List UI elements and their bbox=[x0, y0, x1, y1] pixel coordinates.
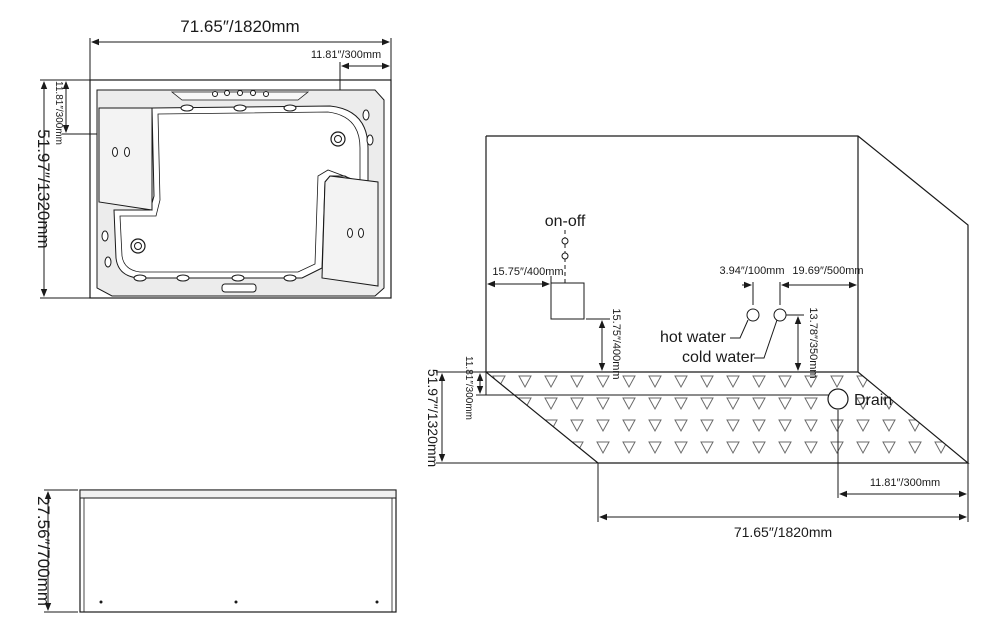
side-height-dimension: 27.56″/700mm bbox=[34, 489, 78, 613]
drain-floor: Drain bbox=[827, 388, 892, 498]
top-height-dimension: 51.97″/1320mm bbox=[34, 79, 92, 299]
cold-water-label: cold water bbox=[682, 349, 756, 366]
pipe-gap-label: 3.94″/100mm bbox=[719, 265, 784, 277]
top-height-label: 51.97″/1320mm bbox=[34, 129, 53, 248]
room-walls bbox=[485, 135, 969, 463]
switch-distance-dimension: 15.75″/400mm bbox=[487, 266, 564, 290]
jet-nozzles bbox=[101, 90, 374, 282]
tiled-floor bbox=[484, 371, 970, 464]
side-height-label: 27.56″/700mm bbox=[34, 496, 53, 606]
switch-height-dimension: 15.75″/400mm bbox=[586, 308, 622, 380]
side-view: 27.56″/700mm bbox=[34, 489, 397, 613]
hot-water-label: hot water bbox=[660, 329, 726, 346]
water-pipes: 3.94″/100mm 19.69″/500mm 13.78″/350mm ho… bbox=[660, 265, 864, 379]
floor-width-dimension: 71.65″/1820mm bbox=[597, 463, 967, 540]
drain-top-view bbox=[130, 131, 346, 254]
drain-offset-label: 11.81″/300mm bbox=[870, 477, 940, 489]
top-view: 71.65″/1820mm 11.81″/300mm 51.97″/1320mm… bbox=[34, 17, 392, 299]
floor-depth-label: 51.97″/1320mm bbox=[425, 369, 441, 467]
bathtub-top-outline bbox=[89, 79, 392, 299]
top-width-label: 71.65″/1820mm bbox=[180, 17, 299, 36]
switch-distance-label: 15.75″/400mm bbox=[492, 266, 563, 278]
drain-offset-dimension: 11.81″/300mm bbox=[839, 463, 969, 522]
floor-width-label: 71.65″/1820mm bbox=[734, 524, 832, 540]
pipe-wall-label: 19.69″/500mm bbox=[792, 265, 863, 277]
top-offset-x-label: 11.81″/300mm bbox=[311, 49, 381, 61]
top-offset-y-label: 11.81″/300mm bbox=[53, 81, 64, 145]
on-off-label: on-off bbox=[545, 213, 586, 230]
installation-view: on-off 15.75″/400mm 15.75″/400mm 3.9 bbox=[425, 135, 970, 540]
on-off-switch: on-off bbox=[545, 213, 586, 320]
floor-depth-dimension: 51.97″/1320mm bbox=[425, 369, 598, 467]
floor-offset-dimension: 11.81″/300mm bbox=[463, 356, 486, 420]
floor-offset-label: 11.81″/300mm bbox=[463, 356, 474, 420]
switch-height-label: 15.75″/400mm bbox=[610, 308, 622, 379]
pipe-height-label: 13.78″/350mm bbox=[807, 307, 819, 378]
drain-label: Drain bbox=[854, 392, 892, 409]
